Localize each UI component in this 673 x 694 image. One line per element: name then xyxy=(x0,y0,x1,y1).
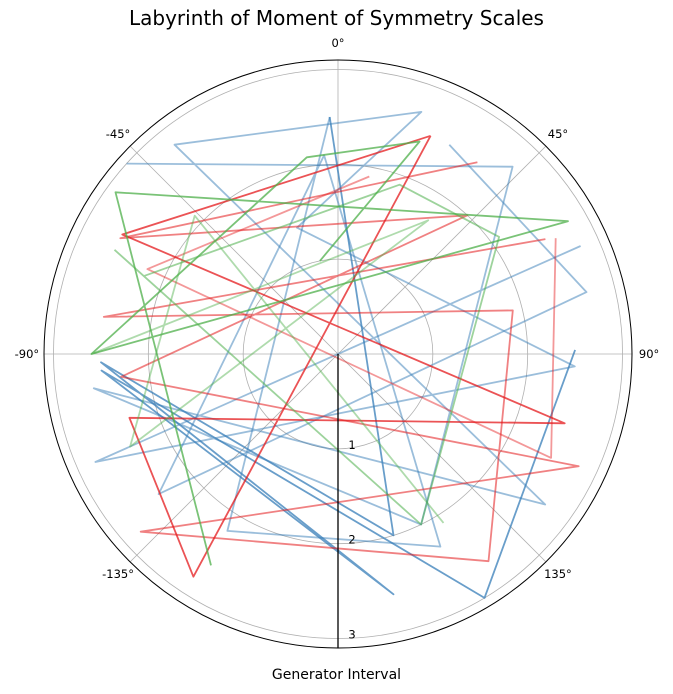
angle-tick-label: 135° xyxy=(544,567,572,581)
series-line-9 xyxy=(90,140,569,566)
angular-grid-line xyxy=(337,353,547,563)
radial-tick-label: 3 xyxy=(348,628,355,642)
series-line-2 xyxy=(100,116,576,599)
angle-tick-label: 90° xyxy=(639,347,659,361)
axes xyxy=(43,59,633,649)
series-line-6 xyxy=(146,175,557,459)
radial-tick-label: 1 xyxy=(348,438,355,452)
angle-tick-label: 0° xyxy=(331,36,344,50)
series-group xyxy=(90,111,588,599)
angle-tick-label: -45° xyxy=(106,127,131,141)
angle-tick-label: -90° xyxy=(15,347,40,361)
radial-tick-label: 2 xyxy=(348,533,355,547)
series-line-5 xyxy=(121,134,566,578)
series-line-4 xyxy=(102,161,580,563)
angle-tick-label: 45° xyxy=(548,127,568,141)
x-axis-label: Generator Interval xyxy=(271,667,402,683)
tick-labels: 0° 45° 90° 135° -135° -90° -45° 1 2 3 xyxy=(15,36,660,642)
angular-grid-line xyxy=(129,145,339,355)
chart-title: Labyrinth of Moment of Symmetry Scales xyxy=(129,6,544,30)
series-line-1 xyxy=(92,111,581,526)
series-line-8 xyxy=(91,214,445,524)
angle-tick-label: -135° xyxy=(102,567,134,581)
series-line-7 xyxy=(113,183,500,526)
